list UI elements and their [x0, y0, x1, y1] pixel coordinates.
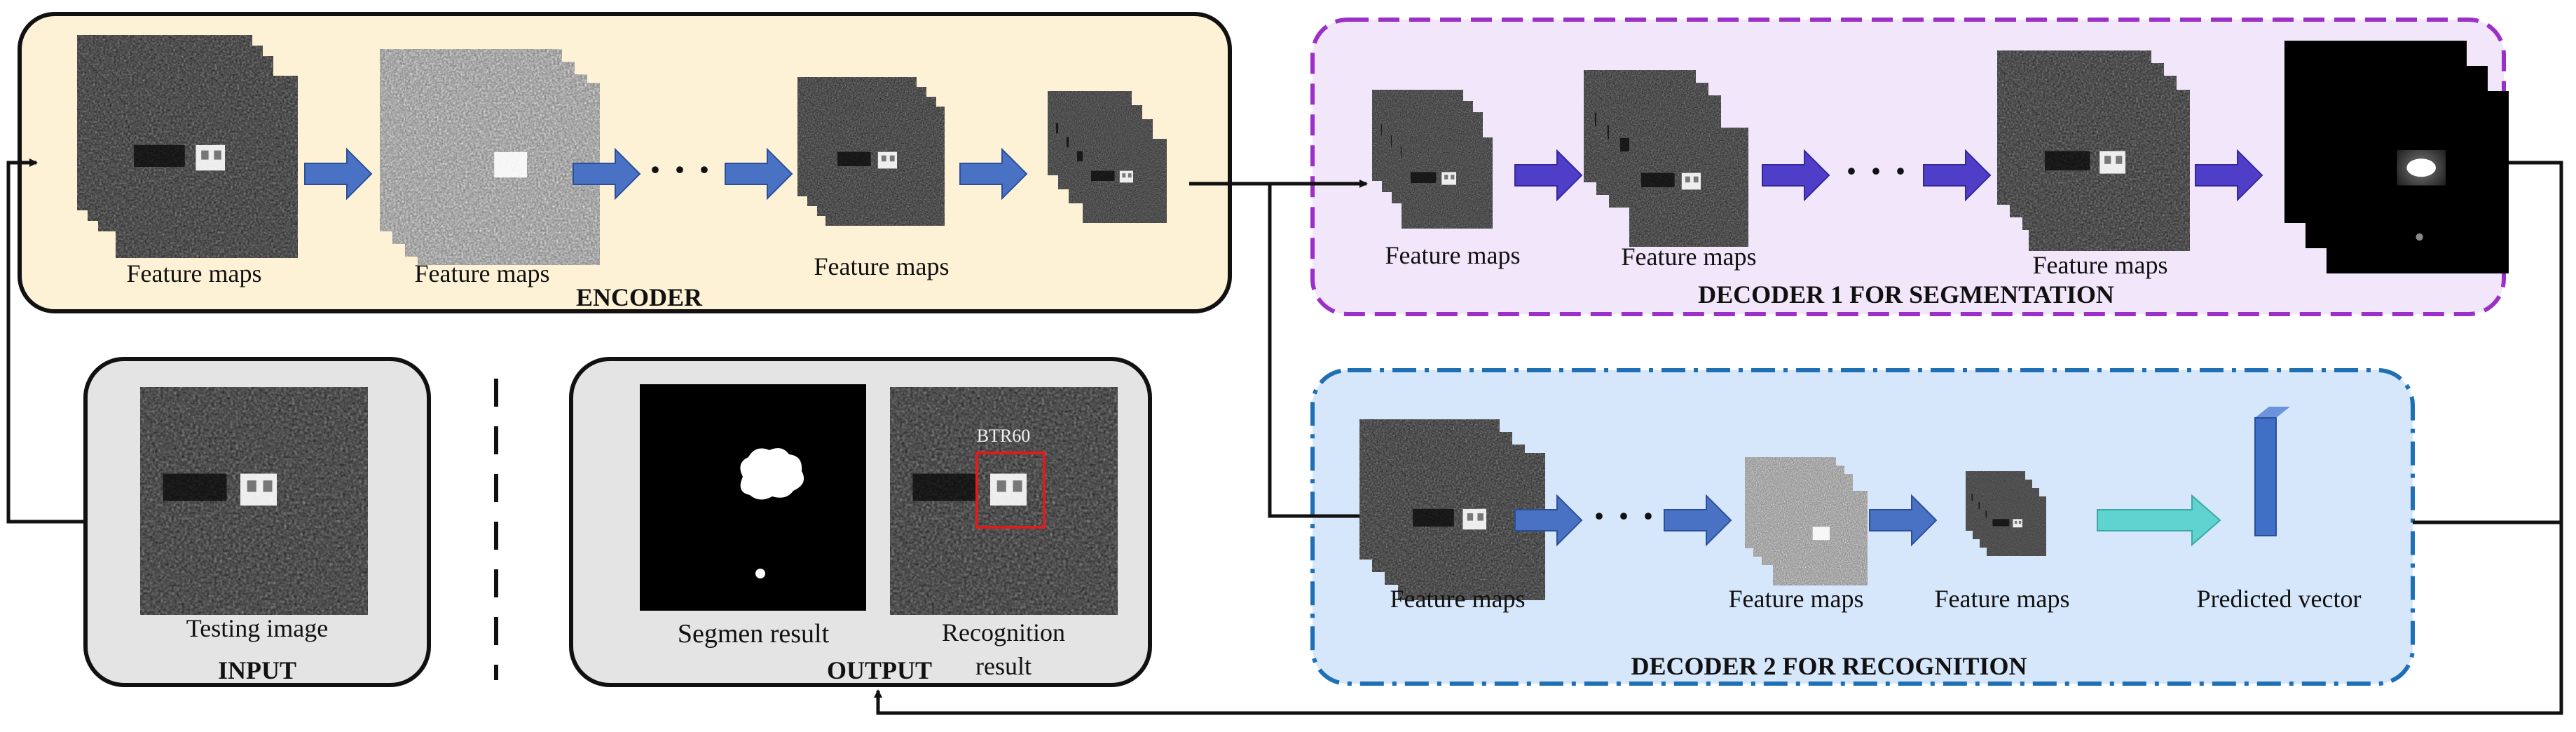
recognition-result-label-line1: Recognition [942, 618, 1065, 646]
decoder2-title: DECODER 2 FOR RECOGNITION [1631, 652, 2027, 680]
encoder-stack-2 [380, 49, 600, 265]
encoder-label-2: Feature maps [415, 259, 550, 287]
decoder2-label-1: Feature maps [1390, 585, 1526, 613]
decoder1-arrow-4 [2195, 149, 2263, 202]
segmentation-result-label: Segmen result [678, 619, 830, 649]
encoder-arrow-3 [725, 147, 793, 201]
decoder2-arrows [1514, 494, 1938, 547]
testing-image [140, 387, 368, 615]
encoder-arrow-2 [573, 147, 641, 201]
decoder1-arrows [1514, 149, 2263, 202]
decoder2-ellipsis: · · · [1592, 493, 1655, 539]
decoder1-segmentation-output [2284, 41, 2509, 273]
decoder2-arrow-1 [1514, 494, 1583, 547]
encoder-stack-3 [797, 77, 945, 226]
encoder-arrow-4 [959, 147, 1028, 201]
decoder2-arrow-cyan [2097, 494, 2221, 547]
decoder1-label-1: Feature maps [1385, 241, 1521, 269]
connector-lines [6, 158, 2563, 715]
recognition-result-image: BTR60 [890, 387, 1118, 615]
decoder2-label-3: Feature maps [1935, 585, 2070, 613]
output-title: OUTPUT [827, 656, 932, 684]
encoder-arrow-1 [304, 147, 373, 201]
decoder1-title: DECODER 1 FOR SEGMENTATION [1698, 280, 2114, 309]
encoder-stack-1 [77, 35, 298, 258]
encoder-label-1: Feature maps [127, 259, 262, 287]
predicted-vector [2254, 407, 2290, 536]
recognition-result-label-line2: result [975, 652, 1032, 680]
testing-image-label: Testing image [186, 614, 328, 642]
input-title: INPUT [218, 656, 296, 684]
decoder1-label-3: Feature maps [2033, 251, 2168, 279]
decoder1-label-2: Feature maps [1622, 243, 1757, 271]
decoder1-arrow-3 [1923, 149, 1992, 202]
encoder-ellipsis: · · · [648, 147, 711, 193]
encoder-title: ENCODER [576, 283, 703, 311]
detection-bbox [975, 452, 1046, 529]
decoder2-arrow-2 [1664, 494, 1732, 547]
decoder2-arrow-3 [1869, 494, 1938, 547]
encoder-label-3: Feature maps [814, 252, 950, 280]
decoder1-arrow-2 [1762, 149, 1830, 202]
detection-target-name: BTR60 [977, 426, 1031, 446]
predicted-vector-label: Predicted vector [2197, 585, 2362, 613]
decoder1-ellipsis: · · · [1844, 148, 1907, 194]
encoder-arrows [304, 147, 1028, 201]
segmentation-result-image [640, 384, 866, 611]
decoder1-stack-3 [1997, 50, 2190, 251]
decoder2-label-2: Feature maps [1729, 585, 1864, 613]
decoder1-arrow-1 [1514, 149, 1583, 202]
